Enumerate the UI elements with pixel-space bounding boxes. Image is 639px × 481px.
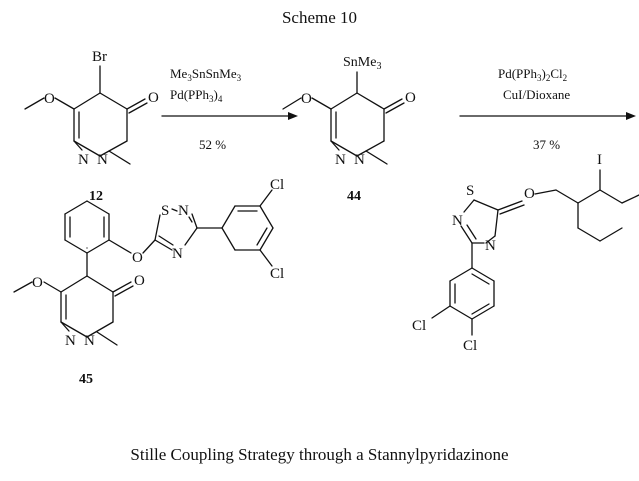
- step2-reagent-2: CuI/Dioxane: [503, 87, 570, 102]
- compound-45-n2-label: N: [84, 333, 95, 349]
- partner-o-label: O: [524, 186, 535, 202]
- compound-45-structure: O S N N Cl Cl O O N N: [13, 177, 284, 349]
- compound-44-number: 44: [347, 189, 361, 204]
- compound-44-ether-o-label: O: [301, 91, 312, 107]
- partner-n2-label: N: [485, 238, 496, 254]
- step2-yield: 37 %: [533, 137, 560, 152]
- scheme-title: Scheme 10: [281, 8, 358, 27]
- compound-12-structure: Br O O N N: [24, 49, 159, 168]
- compound-45-number: 45: [79, 372, 93, 387]
- partner-n1-label: N: [452, 213, 463, 229]
- compound-12-ether-o-label: O: [44, 91, 55, 107]
- partner-cl2-label: Cl: [463, 338, 477, 354]
- arrow-step-1: [161, 112, 298, 120]
- step1-reagent-2: Pd(PPh3)4: [170, 87, 223, 104]
- compound-44-n1-label: N: [335, 152, 346, 168]
- compound-44-carbonyl-o-label: O: [405, 90, 416, 106]
- compound-45-carbonyl-o-label: O: [134, 273, 145, 289]
- compound-44-snme3-label: SnMe3: [343, 55, 381, 72]
- step1-yield: 52 %: [199, 137, 226, 152]
- compound-45-cl1-label: Cl: [270, 177, 284, 193]
- coupling-partner-structure: S N N O I Cl Cl: [412, 152, 639, 354]
- compound-12-br-label: Br: [92, 49, 107, 65]
- compound-12-number: 12: [89, 189, 103, 204]
- partner-cl1-label: Cl: [412, 318, 426, 334]
- compound-45-s-label: S: [161, 203, 169, 219]
- scheme-caption: Stille Coupling Strategy through a Stann…: [130, 445, 509, 464]
- compound-12-n1-label: N: [78, 152, 89, 168]
- compound-12-n2-label: N: [97, 152, 108, 168]
- compound-45-n3-label: N: [178, 203, 189, 219]
- compound-45-cl2-label: Cl: [270, 266, 284, 282]
- partner-i-label: I: [597, 152, 602, 168]
- compound-45-ether-o-label: O: [32, 275, 43, 291]
- compound-45-o-link-label: O: [132, 250, 143, 266]
- partner-s-label: S: [466, 183, 474, 199]
- step2-reagent-1: Pd(PPh3)2Cl2: [498, 66, 567, 83]
- compound-44-structure: SnMe3 O O N N: [282, 55, 416, 168]
- arrow-step-2: [459, 112, 636, 120]
- compound-44-n2-label: N: [354, 152, 365, 168]
- compound-45-n4-label: N: [172, 246, 183, 262]
- compound-12-carbonyl-o-label: O: [148, 90, 159, 106]
- step1-reagent-1: Me3SnSnMe3: [170, 66, 242, 83]
- compound-45-n1-label: N: [65, 333, 76, 349]
